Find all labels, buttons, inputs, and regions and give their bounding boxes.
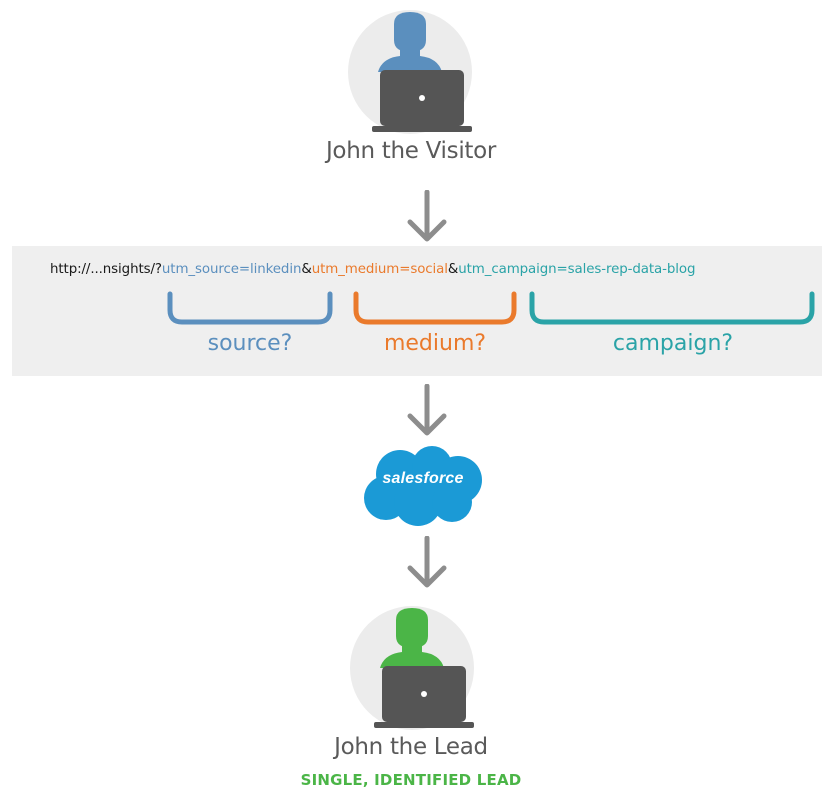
arrow-down-icon bbox=[407, 384, 447, 436]
source-label: source? bbox=[207, 331, 293, 356]
url-ampersand: & bbox=[447, 262, 459, 277]
arrow-down-icon bbox=[407, 190, 447, 242]
salesforce-cloud-icon bbox=[364, 446, 482, 526]
utm-source-param: utm_source=linkedin bbox=[161, 262, 302, 277]
campaign-label: campaign? bbox=[612, 331, 734, 356]
utm-url: http://...nsights/?utm_source=linkedin&u… bbox=[50, 262, 696, 277]
utm-campaign-param: utm_campaign=sales-rep-data-blog bbox=[458, 262, 696, 277]
lead-status-label: SINGLE, IDENTIFIED LEAD bbox=[300, 771, 522, 789]
url-base: http://...nsights/? bbox=[50, 262, 162, 277]
url-ampersand: & bbox=[301, 262, 312, 277]
utm-medium-param: utm_medium=social bbox=[311, 262, 448, 277]
arrow-down-icon bbox=[407, 536, 447, 588]
salesforce-logo-text: salesforce bbox=[382, 470, 464, 487]
campaign-bracket bbox=[529, 291, 815, 325]
medium-bracket bbox=[353, 291, 517, 325]
lead-name-label: John the Lead bbox=[334, 734, 488, 760]
visitor-name-label: John the Visitor bbox=[325, 138, 497, 164]
visitor-person-icon bbox=[348, 10, 472, 134]
source-bracket bbox=[167, 291, 333, 325]
medium-label: medium? bbox=[383, 331, 487, 356]
lead-person-icon bbox=[350, 606, 474, 730]
utm-url-panel bbox=[12, 246, 822, 376]
